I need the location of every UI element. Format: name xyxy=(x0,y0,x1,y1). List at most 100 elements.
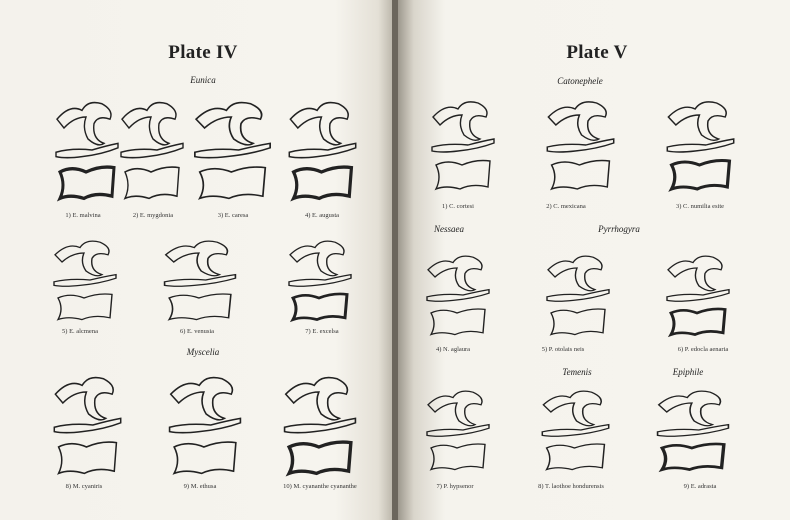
drawing-stroke xyxy=(547,255,603,292)
figure-caption: 6) E. venusia xyxy=(179,328,215,335)
figure-caption: 6) P. edocla aenaria xyxy=(677,346,729,353)
drawing-stroke xyxy=(289,292,349,323)
drawing-stroke xyxy=(285,440,353,477)
genitalia-drawing xyxy=(666,101,735,192)
genus-heading: Catonephele xyxy=(557,76,603,86)
left-page: Plate IV Eunica Myscelia 1) E. malvina 2… xyxy=(0,0,394,520)
genitalia-drawing xyxy=(283,376,357,477)
genitalia-drawing xyxy=(426,390,490,471)
drawing-stroke xyxy=(56,101,112,146)
figure-caption: 4) N. aglaura xyxy=(435,346,471,353)
genitalia-drawing xyxy=(53,240,117,321)
drawing-stroke xyxy=(123,166,180,200)
drawing-stroke xyxy=(197,166,267,200)
drawing-stroke xyxy=(666,138,735,153)
right-page: Plate V Catonephele Nessaea Pyrrhogyra T… xyxy=(398,0,790,520)
drawing-stroke xyxy=(666,288,730,302)
figure-caption: 2) C. mexicana xyxy=(546,203,586,210)
figure-caption: 1) E. malvina xyxy=(65,212,101,219)
drawing-stroke xyxy=(172,441,237,475)
drawing-stroke xyxy=(288,142,357,159)
drawing-stroke xyxy=(121,101,177,146)
figure-caption: 2) E. mygdonia xyxy=(132,212,174,219)
drawing-stroke xyxy=(53,273,117,287)
drawing-stroke xyxy=(289,240,345,277)
figure-caption: 3) E. caresa xyxy=(217,212,249,219)
drawing-stroke xyxy=(194,142,271,159)
drawing-stroke xyxy=(54,240,110,277)
genitalia-drawing xyxy=(163,240,237,321)
genus-heading: Temenis xyxy=(562,367,592,377)
drawing-stroke xyxy=(164,240,229,277)
drawing-stroke xyxy=(429,308,486,336)
figure-caption: 8) M. cyaniris xyxy=(65,483,103,490)
genitalia-drawing xyxy=(656,390,730,473)
genitalia-drawing xyxy=(431,101,495,191)
drawing-stroke xyxy=(288,273,352,287)
drawing-stroke xyxy=(284,376,349,421)
genitalia-drawing xyxy=(426,255,490,336)
drawing-stroke xyxy=(289,101,349,146)
figure-caption: 8) T. laothoe hondurensis xyxy=(538,483,604,490)
drawing-stroke xyxy=(668,159,732,192)
genitalia-drawing xyxy=(53,376,122,475)
drawing-stroke xyxy=(657,390,722,427)
drawing-stroke xyxy=(429,443,486,471)
drawing-stroke xyxy=(54,376,114,421)
drawing-stroke xyxy=(283,417,357,434)
figure-caption: 1) C. cortesi xyxy=(442,203,474,210)
drawing-stroke xyxy=(426,423,490,437)
drawing-stroke xyxy=(56,165,116,202)
plate-title: Plate IV xyxy=(168,42,238,63)
genitalia-drawing xyxy=(168,376,242,475)
genus-heading: Nessaea xyxy=(434,224,464,234)
drawing-stroke xyxy=(194,101,263,146)
drawing-stroke xyxy=(549,308,606,336)
genitalia-drawing xyxy=(541,390,610,471)
drawing-stroke xyxy=(667,255,723,292)
genus-heading: Eunica xyxy=(190,75,216,85)
drawing-stroke xyxy=(426,288,490,302)
genus-heading: Myscelia xyxy=(186,347,220,357)
genitalia-drawing xyxy=(120,101,184,200)
genitalia-drawing xyxy=(194,101,271,200)
drawing-stroke xyxy=(431,138,495,153)
plate-title: Plate V xyxy=(566,42,628,63)
drawing-stroke xyxy=(667,307,727,338)
drawing-stroke xyxy=(57,441,118,475)
drawing-stroke xyxy=(290,165,354,202)
drawing-stroke xyxy=(167,293,232,321)
drawing-stroke xyxy=(546,138,615,153)
drawing-stroke xyxy=(547,101,607,142)
figure-caption: 5) P. otolais neis xyxy=(541,346,585,353)
genitalia-drawing xyxy=(546,101,615,191)
figure-caption: 9) E. adrasta xyxy=(683,483,717,490)
drawing-stroke xyxy=(427,390,483,427)
genitalia-drawing xyxy=(55,101,119,202)
drawing-stroke xyxy=(56,293,113,321)
drawing-stroke xyxy=(550,159,611,191)
drawing-stroke xyxy=(55,142,119,159)
drawing-stroke xyxy=(667,101,727,142)
figure-caption: 5) E. alcmena xyxy=(62,328,98,335)
figure-caption: 7) P. hypsenor xyxy=(436,483,474,490)
figure-caption: 3) C. numilia esite xyxy=(675,203,725,210)
figure-caption: 4) E. augusta xyxy=(304,212,340,219)
genitalia-drawing xyxy=(288,240,352,323)
figure-caption: 9) M. ethusa xyxy=(183,483,217,490)
figure-caption: 7) E. excelsa xyxy=(305,328,339,335)
genitalia-drawing xyxy=(288,101,357,202)
drawing-stroke xyxy=(53,417,122,434)
genus-heading: Pyrrhogyra xyxy=(598,224,640,234)
drawing-stroke xyxy=(163,273,237,287)
drawing-stroke xyxy=(432,101,488,142)
drawing-stroke xyxy=(427,255,483,292)
book-gutter xyxy=(392,0,400,520)
drawing-stroke xyxy=(658,442,726,473)
drawing-stroke xyxy=(169,376,234,421)
drawing-stroke xyxy=(434,159,491,191)
genitalia-drawing xyxy=(666,255,730,338)
drawing-stroke xyxy=(546,288,610,302)
drawing-stroke xyxy=(545,443,606,471)
figure-caption: 10) M. cyananthe cyananthe xyxy=(283,483,357,490)
